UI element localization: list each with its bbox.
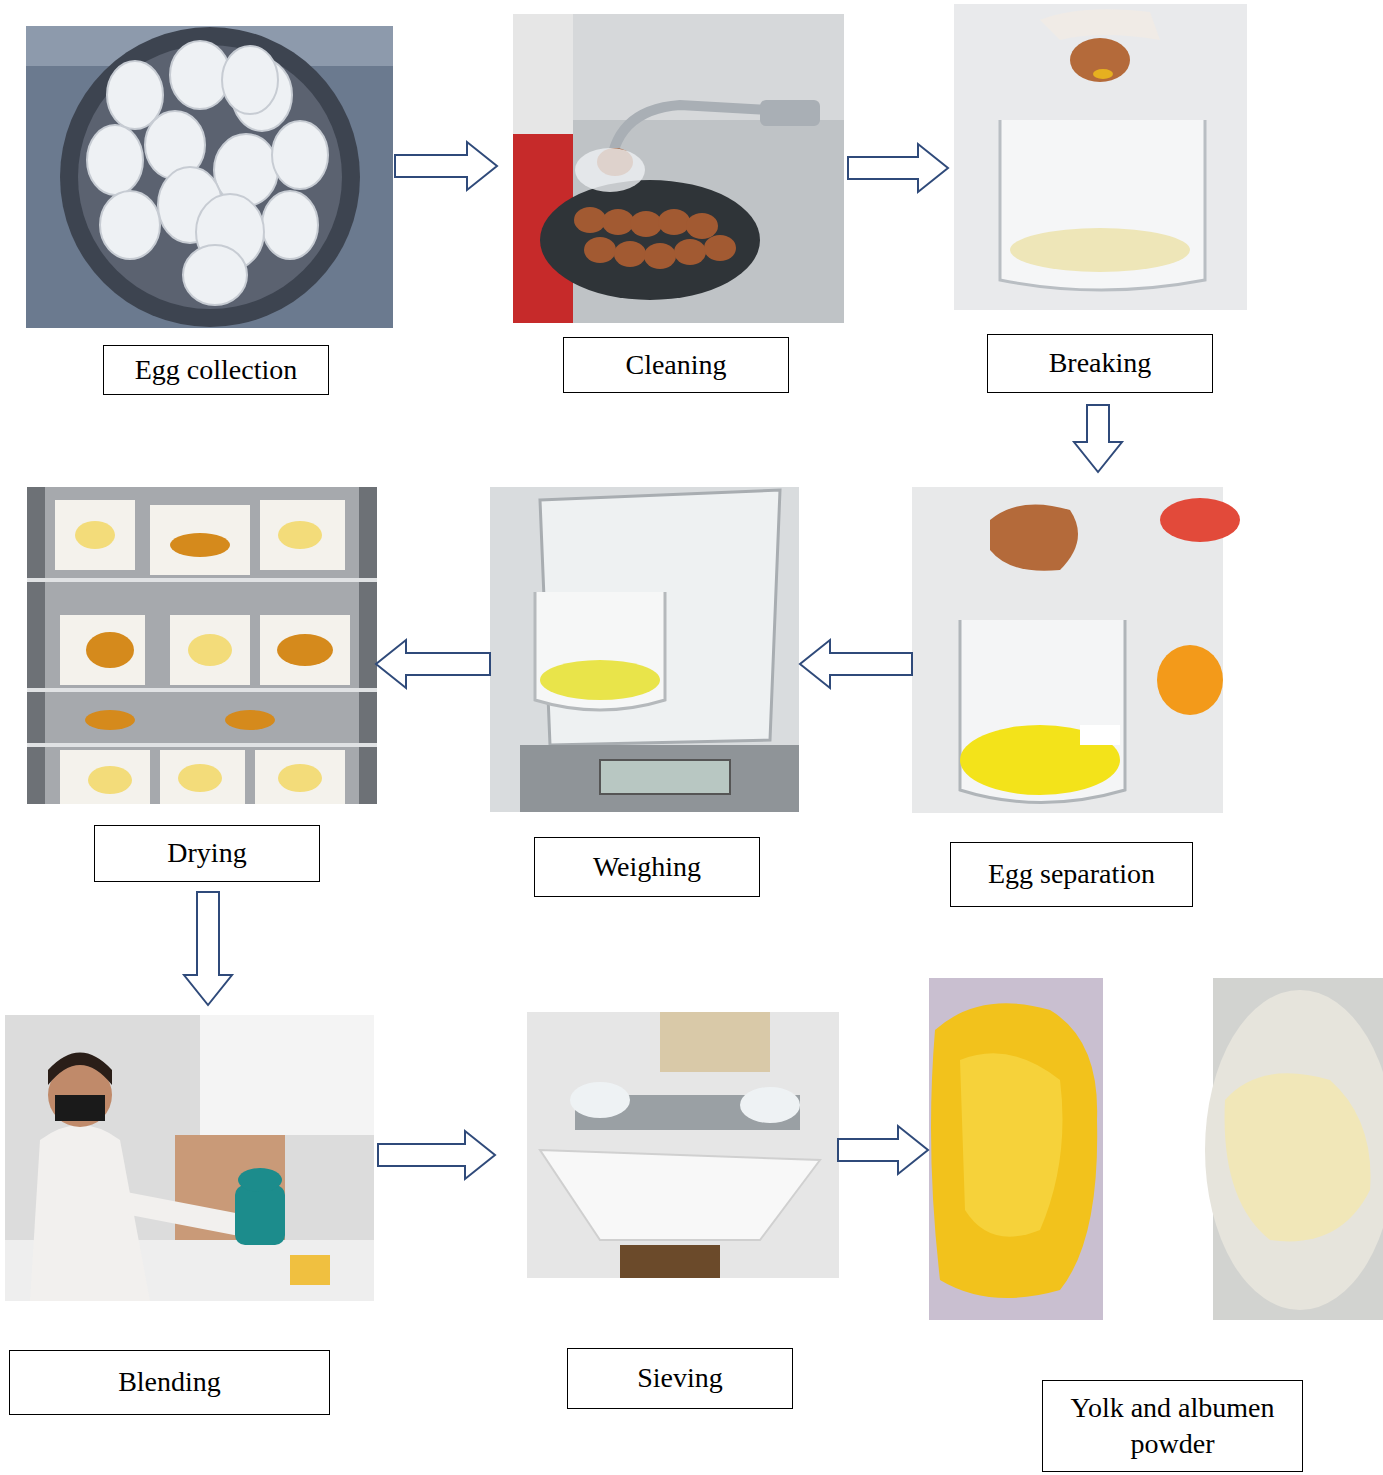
step-label-box: Drying xyxy=(94,825,320,882)
step-label-box: Egg collection xyxy=(103,345,329,395)
block-arrow xyxy=(395,142,497,190)
block-arrow xyxy=(838,1126,928,1174)
sieving-photo xyxy=(527,1012,839,1278)
block-arrow xyxy=(800,640,912,688)
step-label-box: Breaking xyxy=(987,334,1213,393)
block-arrow xyxy=(376,640,490,688)
block-arrow xyxy=(378,1131,495,1179)
block-arrow xyxy=(1074,405,1122,472)
albumen-powder-photo xyxy=(1205,978,1383,1320)
step-label-box: Yolk and albumen powder xyxy=(1042,1380,1303,1472)
breaking-photo xyxy=(954,4,1247,310)
step-label: Sieving xyxy=(637,1360,723,1396)
block-arrow xyxy=(848,144,948,192)
step-label-box: Weighing xyxy=(534,837,760,897)
egg-bowl-photo xyxy=(26,26,393,328)
weighing-photo xyxy=(490,487,799,812)
separation-photo xyxy=(912,487,1240,813)
step-label-box: Sieving xyxy=(567,1348,793,1409)
step-label: Egg separation xyxy=(988,856,1155,892)
step-label: Cleaning xyxy=(625,347,726,383)
step-label-box: Blending xyxy=(9,1350,330,1415)
step-label-box: Cleaning xyxy=(563,337,789,393)
step-label: Weighing xyxy=(593,849,701,885)
step-label: Drying xyxy=(167,835,246,871)
step-label: Yolk and albumen powder xyxy=(1055,1390,1290,1463)
cleaning-photo xyxy=(513,14,844,323)
drying-photo xyxy=(27,487,377,804)
yolk-powder-photo xyxy=(929,978,1103,1320)
step-label: Egg collection xyxy=(135,352,298,388)
step-label: Breaking xyxy=(1049,345,1152,381)
step-label-box: Egg separation xyxy=(950,842,1193,907)
block-arrow xyxy=(184,892,232,1005)
step-label: Blending xyxy=(118,1364,221,1400)
blending-photo xyxy=(5,1015,374,1301)
